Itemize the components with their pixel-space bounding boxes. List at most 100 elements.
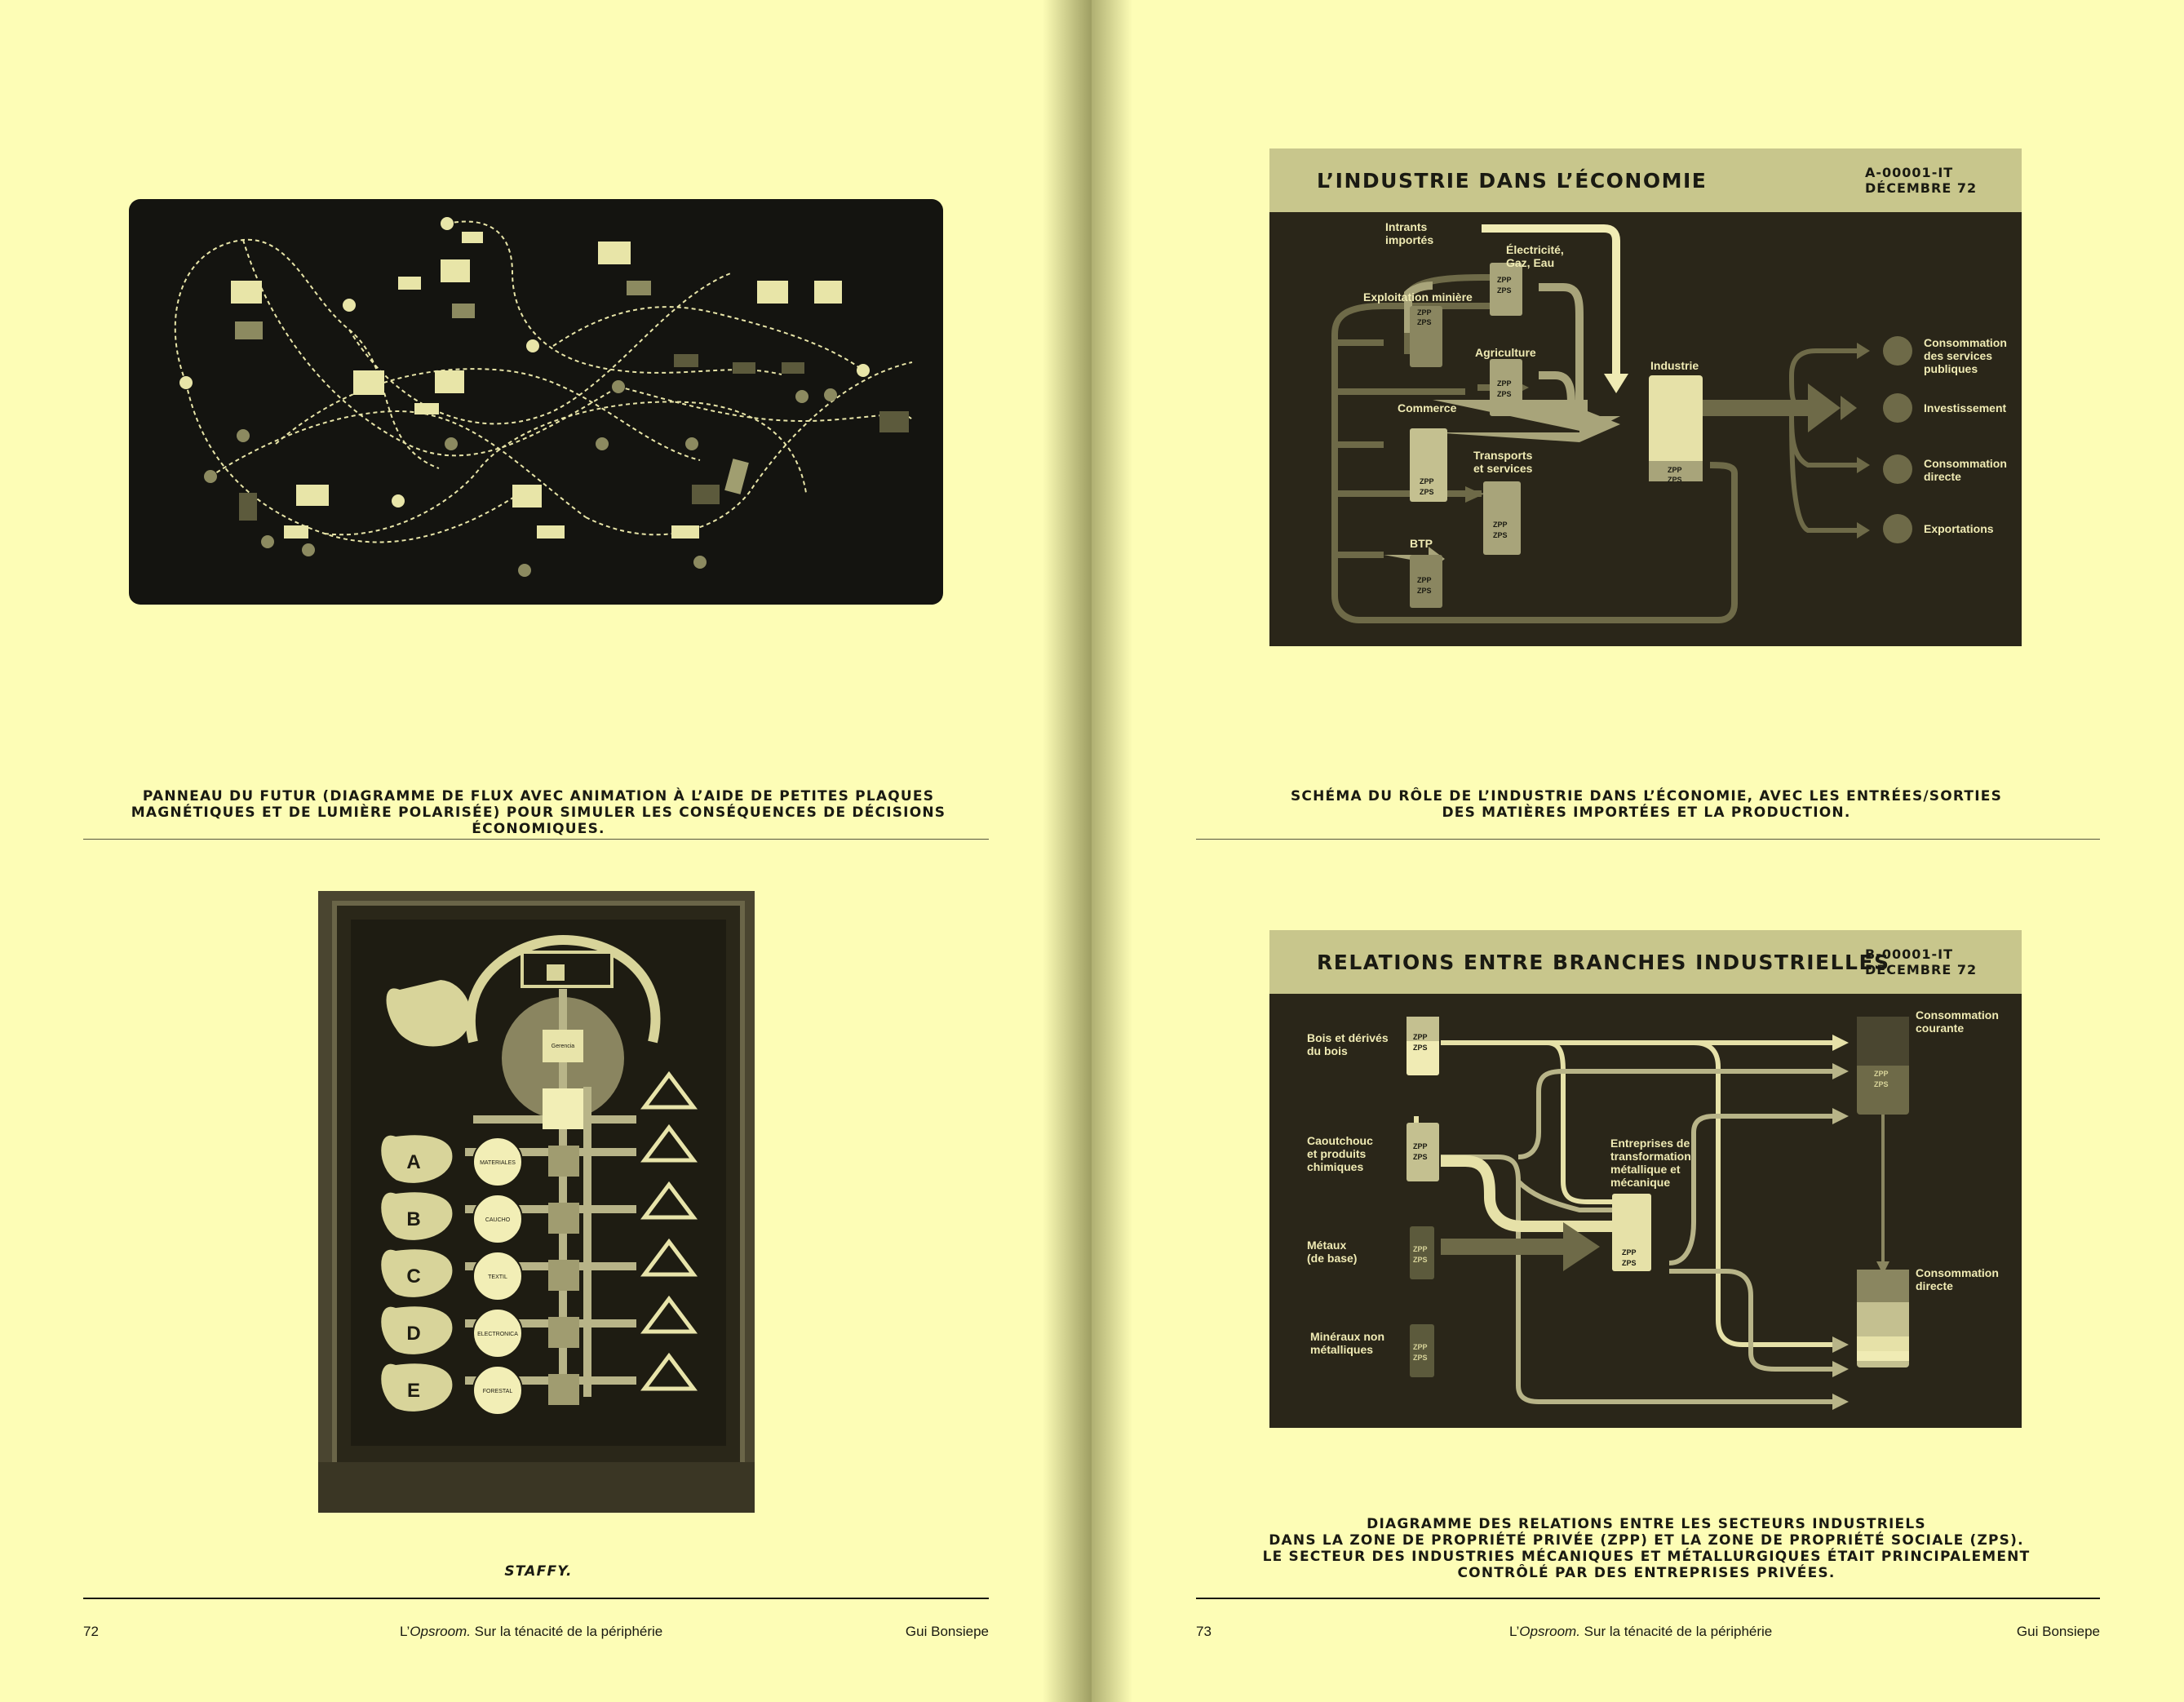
p1-zps-6: ZPS — [1417, 587, 1432, 595]
staffy-letter-e: E — [407, 1380, 420, 1402]
p1-label-out4: Exportations — [1924, 522, 1994, 535]
p1-zps-5: ZPS — [1493, 531, 1508, 539]
panel-industrie-economie: L’INDUSTRIE DANS L’ÉCONOMIE A-00001-IT D… — [1269, 148, 2022, 646]
p1-zpp-2: ZPP — [1417, 308, 1432, 317]
caption-staffy: STAFFY. — [504, 1563, 573, 1580]
p2-label-metaux: Métaux (de base) — [1307, 1239, 1358, 1265]
p2-zpp-2: ZPP — [1413, 1142, 1428, 1150]
panel2-diagram — [1407, 1017, 1909, 1410]
panel-relations-branches: RELATIONS ENTRE BRANCHES INDUSTRIELLES B… — [1269, 930, 2022, 1428]
p1-label-electricite: Électricité, Gaz, Eau — [1506, 243, 1564, 269]
p1-zpp-3: ZPP — [1497, 379, 1512, 388]
panel1-diagram — [1331, 224, 1912, 623]
p2-zpp-3: ZPP — [1413, 1245, 1428, 1253]
p2-zps-3: ZPS — [1413, 1256, 1428, 1264]
footer-page-number-right: 73 — [1196, 1624, 1212, 1639]
p2-label-mineraux: Minéraux non métalliques — [1310, 1330, 1385, 1356]
panel1-body: ZPP ZPS ZPP ZPS ZPP ZPS ZPP ZPS ZPP ZPS … — [1269, 212, 2022, 646]
p1-label-industrie: Industrie — [1650, 359, 1699, 372]
divider-right-mid — [1196, 839, 2100, 840]
footer-page-number-left: 72 — [83, 1624, 99, 1639]
right-page: L’INDUSTRIE DANS L’ÉCONOMIE A-00001-IT D… — [1092, 0, 2184, 1702]
footer-author-left: Gui Bonsiepe — [905, 1624, 989, 1639]
p2-zps-2: ZPS — [1413, 1153, 1428, 1161]
p2-label-entreprises: Entreprises de transformation métallique… — [1610, 1137, 1691, 1189]
p1-zps-3: ZPS — [1497, 390, 1512, 398]
staffy-circle-label-1: MATERIALES — [480, 1160, 516, 1166]
footer-title-left: L’Opsroom. Sur la ténacité de la périphé… — [400, 1624, 662, 1640]
p1-zps-7: ZPS — [1668, 476, 1682, 484]
footer-title-italic: Opsroom. — [410, 1624, 471, 1639]
staffy-letter-a: A — [406, 1151, 420, 1173]
footer-title-prefix: L’ — [400, 1624, 410, 1639]
panel2-title: RELATIONS ENTRE BRANCHES INDUSTRIELLES — [1317, 951, 1890, 974]
panel1-title: L’INDUSTRIE DANS L’ÉCONOMIE — [1317, 169, 1708, 193]
footer-title-rest-r: Sur la ténacité de la périphérie — [1579, 1624, 1773, 1639]
p1-label-agriculture: Agriculture — [1475, 346, 1536, 359]
p2-zps-6: ZPS — [1874, 1080, 1889, 1088]
divider-left-mid — [83, 839, 989, 840]
staffy-letter-d: D — [406, 1323, 420, 1345]
panel1-header — [1269, 148, 2022, 212]
p2-zpp-5: ZPP — [1622, 1248, 1637, 1257]
p1-zps-2: ZPS — [1417, 318, 1432, 326]
p2-zps-4: ZPS — [1413, 1354, 1428, 1362]
panel2-code-line2: DÉCEMBRE 72 — [1865, 962, 1978, 977]
staffy-letter-b: B — [406, 1208, 420, 1230]
p2-zps-5: ZPS — [1622, 1259, 1637, 1267]
footer-title-rest: Sur la ténacité de la périphérie — [470, 1624, 663, 1639]
panel1-code-line2: DÉCEMBRE 72 — [1865, 180, 1978, 196]
footer-title-prefix-r: L’ — [1509, 1624, 1520, 1639]
staffy-circle-label-4: ELECTRONICA — [477, 1332, 518, 1337]
staffy-circle-label-3: TEXTIL — [488, 1274, 507, 1280]
photo-panneau-du-futur — [129, 199, 943, 605]
divider-right-footer — [1196, 1598, 2100, 1599]
p1-zpp-7: ZPP — [1668, 466, 1682, 474]
caption-panneau: PANNEAU DU FUTUR (DIAGRAMME DE FLUX AVEC… — [131, 788, 946, 837]
photo-staffy: A B C D E MATERIALES CAUCHO TEXTIL ELECT… — [318, 891, 755, 1513]
p2-zpp-4: ZPP — [1413, 1343, 1428, 1351]
panel1-code-line1: A-00001-IT — [1865, 165, 1954, 180]
p2-label-directe: Consommation directe — [1916, 1266, 1999, 1292]
staffy-letter-c: C — [406, 1265, 420, 1288]
p1-zpp-5: ZPP — [1493, 521, 1508, 529]
staffy-svg: A B C D E MATERIALES CAUCHO TEXTIL ELECT… — [318, 891, 755, 1513]
p1-label-out3: Consommation directe — [1924, 457, 2007, 483]
footer-title-right: L’Opsroom. Sur la ténacité de la périphé… — [1509, 1624, 1772, 1640]
p1-zpp-6: ZPP — [1417, 576, 1432, 584]
p1-label-btp: BTP — [1410, 537, 1433, 550]
p1-label-transports: Transports et services — [1473, 449, 1533, 475]
panel1-code: A-00001-IT DÉCEMBRE 72 — [1865, 165, 1977, 196]
gutter-shadow-right — [1092, 0, 1132, 1702]
gutter-shadow-left — [1043, 0, 1092, 1702]
staffy-center-label: Gerencia — [552, 1044, 575, 1049]
panel2-body: ZPP ZPS ZPP ZPS ZPP ZPS ZPP ZPS ZPP ZPS … — [1269, 994, 2022, 1428]
p2-label-caoutchouc: Caoutchouc et produits chimiques — [1307, 1134, 1373, 1173]
p1-zps-1: ZPS — [1497, 286, 1512, 295]
p1-label-exploitation: Exploitation minière — [1363, 290, 1473, 304]
p1-zps-4: ZPS — [1420, 488, 1434, 496]
p2-zpp-6: ZPP — [1874, 1070, 1889, 1078]
p1-label-commerce: Commerce — [1398, 401, 1457, 414]
panel2-code-line1: B-00001-IT — [1865, 946, 1954, 962]
p1-label-out1: Consommation des services publiques — [1924, 336, 2007, 375]
p2-zps-1: ZPS — [1413, 1044, 1428, 1052]
p1-label-out2: Investissement — [1924, 401, 2007, 414]
left-page: PANNEAU DU FUTUR (DIAGRAMME DE FLUX AVEC… — [83, 0, 1092, 1702]
p2-zpp-1: ZPP — [1413, 1033, 1428, 1041]
p1-zpp-1: ZPP — [1497, 276, 1512, 284]
caption-industrie: SCHÉMA DU RÔLE DE L’INDUSTRIE DANS L’ÉCO… — [1290, 788, 2003, 821]
p1-zpp-4: ZPP — [1420, 477, 1434, 485]
panel2-code: B-00001-IT DÉCEMBRE 72 — [1865, 946, 1977, 977]
staffy-circle-label-5: FORESTAL — [483, 1389, 513, 1394]
caption-relations: DIAGRAMME DES RELATIONS ENTRE LES SECTEU… — [1262, 1516, 2031, 1581]
p2-label-courante: Consommation courante — [1916, 1008, 1999, 1035]
staffy-circle-label-2: CAUCHO — [485, 1217, 511, 1223]
flow-panel-svg — [129, 199, 943, 605]
footer-author-right: Gui Bonsiepe — [2016, 1624, 2100, 1639]
p1-label-intrants: Intrants importés — [1385, 220, 1434, 246]
divider-left-footer — [83, 1598, 989, 1599]
p2-label-bois: Bois et dérivés du bois — [1307, 1031, 1389, 1057]
panel2-header — [1269, 930, 2022, 994]
footer-title-italic-r: Opsroom. — [1519, 1624, 1580, 1639]
